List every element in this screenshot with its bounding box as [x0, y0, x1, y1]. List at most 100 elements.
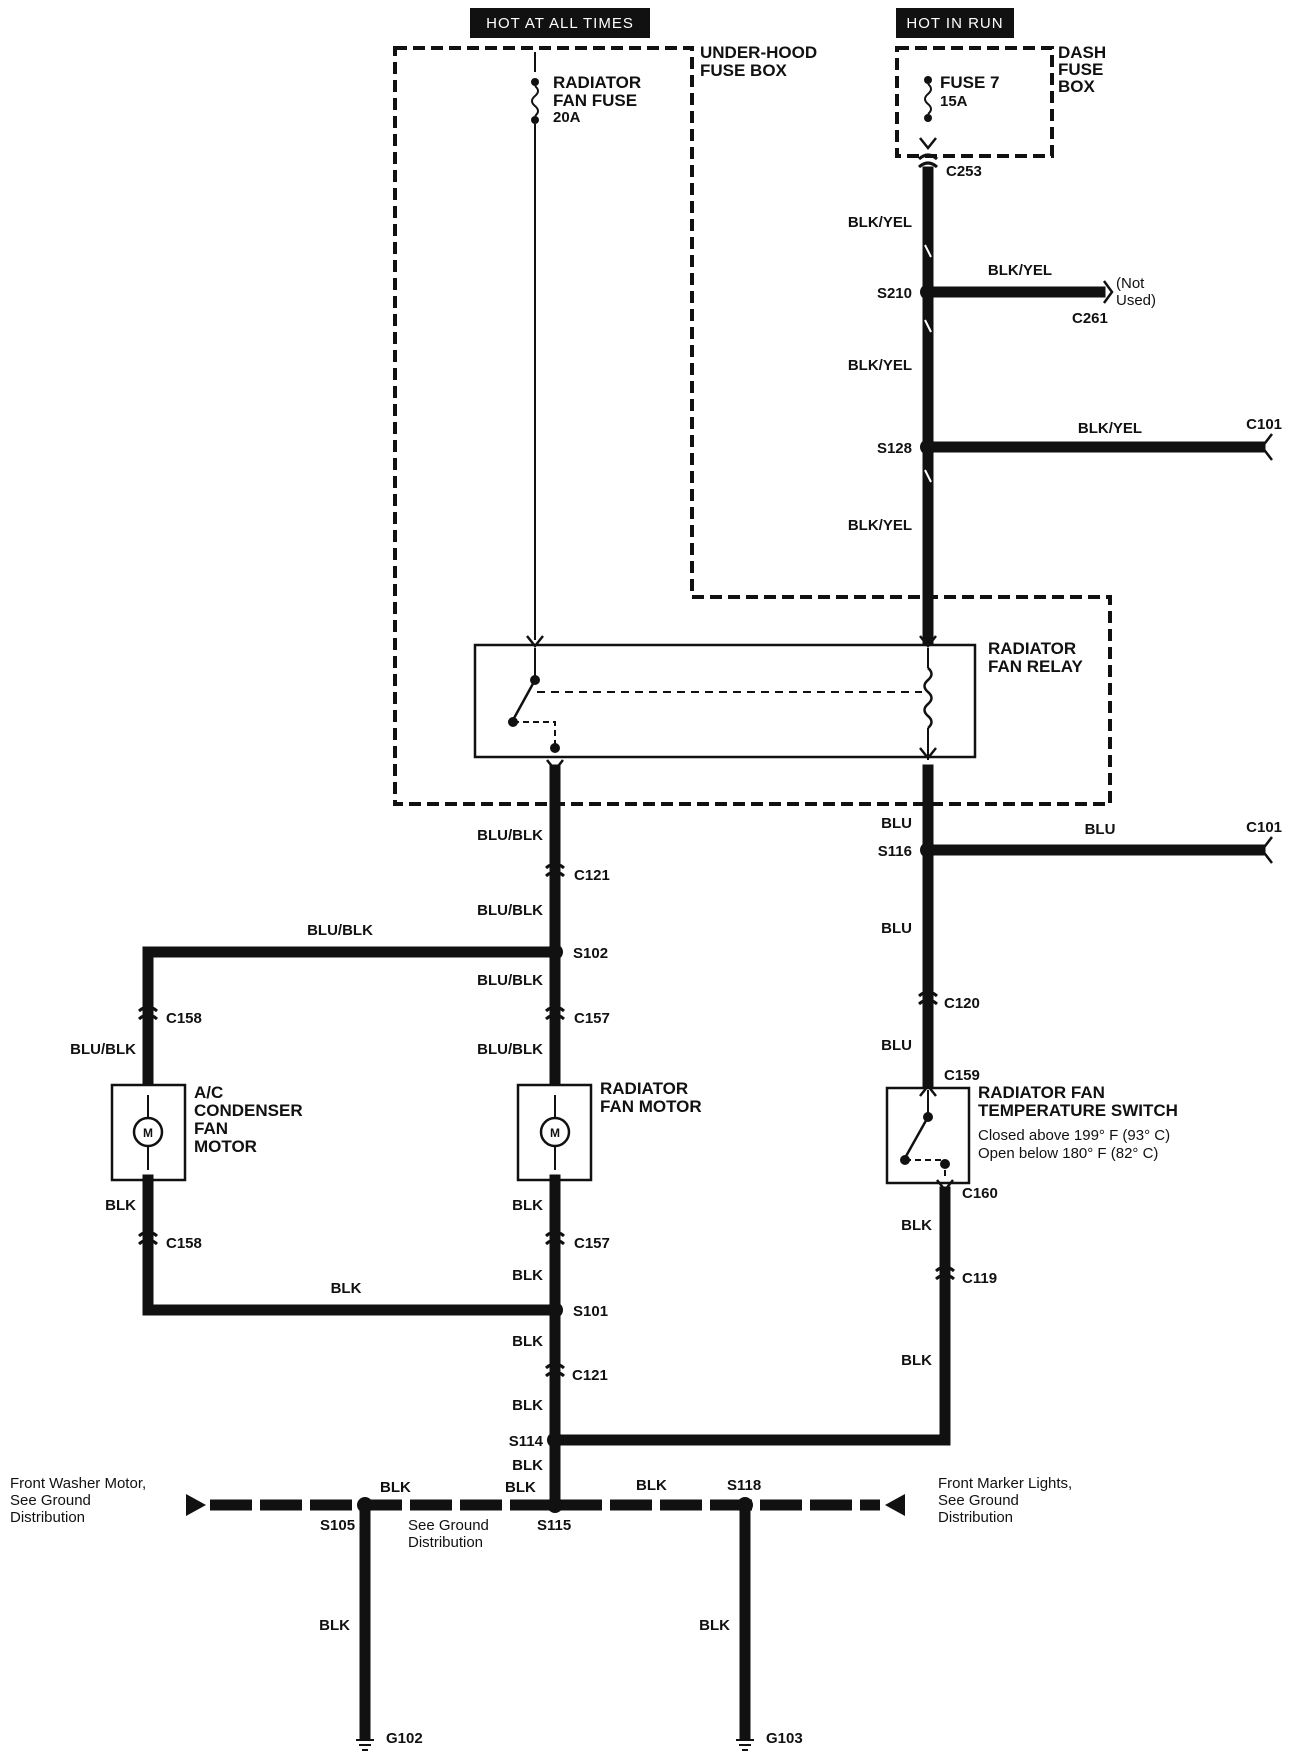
dash-fuse-box-outline [895, 46, 1054, 158]
radiator-fan-relay [473, 643, 977, 759]
wire-color-blu-3: BLU [881, 1037, 912, 1054]
c261-label: C261 [1072, 310, 1108, 327]
switch-arm [903, 1116, 930, 1159]
ac-motor-label-4: MOTOR [194, 1137, 257, 1156]
stripe [924, 244, 932, 258]
wire-color-blk-yel-1: BLK/YEL [848, 214, 912, 231]
under-hood-label-2: FUSE BOX [700, 61, 788, 80]
stripe [924, 319, 932, 333]
wire-color-blk-g102: BLK [319, 1617, 350, 1634]
c261-connector-icon [1102, 280, 1114, 304]
wire-color-blk-yel-2: BLK/YEL [848, 357, 912, 374]
wire-color-blu-1: BLU [881, 815, 912, 832]
c101-bottom-connector-icon [1260, 836, 1273, 864]
s118-label: S118 [727, 1477, 761, 1494]
radiator-fuse-rating: 20A [553, 109, 581, 126]
radiator-fuse-name-1: RADIATOR [553, 73, 641, 92]
hot-at-all-times-tag-bg [470, 8, 650, 38]
c101-bottom-label: C101 [1246, 819, 1282, 836]
radiator-fuse-name-2: FAN FUSE [553, 91, 637, 110]
switch-out-dot [940, 1159, 950, 1169]
c157-upper-label: C157 [574, 1010, 610, 1027]
dash-label-1: DASH [1058, 43, 1106, 62]
front-washer-note-1: Front Washer Motor, [10, 1475, 146, 1492]
s101-branch-wire-color: BLK [331, 1280, 362, 1297]
c253-arrow-icon [919, 137, 937, 151]
s210-label: S210 [877, 285, 912, 302]
front-washer-note-3: Distribution [10, 1509, 85, 1526]
wire-color-blk-4: BLK [512, 1397, 543, 1414]
s114-label: S114 [509, 1433, 544, 1450]
ac-motor-label-2: CONDENSER [194, 1101, 303, 1120]
hot-in-run-label: HOT IN RUN [906, 15, 1003, 32]
relay-out-right-icon [919, 747, 937, 761]
relay-output-path [513, 721, 556, 745]
wire-color-blk-dist-2: BLK [505, 1479, 536, 1496]
s115-label: S115 [537, 1517, 571, 1534]
relay-switch-arm [511, 679, 537, 721]
front-marker-note-2: See Ground [938, 1492, 1019, 1509]
radiator-fan-fuse-icon [530, 77, 540, 125]
c101-top-label: C101 [1246, 416, 1282, 433]
relay-name-1: RADIATOR [988, 639, 1076, 658]
wire-color-blk-2: BLK [512, 1267, 543, 1284]
g103-label: G103 [766, 1730, 803, 1747]
radiator-motor-label-2: FAN MOTOR [600, 1097, 702, 1116]
under-hood-label-1: UNDER-HOOD [700, 43, 817, 62]
c121-lower-label: C121 [572, 1367, 608, 1384]
wire-color-blk-g103: BLK [699, 1617, 730, 1634]
front-washer-note-2: See Ground [10, 1492, 91, 1509]
g103-ground-icon [735, 1739, 755, 1751]
hot-at-all-times-label: HOT AT ALL TIMES [486, 15, 634, 32]
c158-lower-label: C158 [166, 1235, 202, 1252]
under-hood-fuse-box-outline [393, 46, 1112, 806]
temp-switch-name-2: TEMPERATURE SWITCH [978, 1101, 1178, 1120]
s128-label: S128 [877, 440, 912, 457]
wire-color-blu-blk-1: BLU/BLK [477, 827, 543, 844]
c158-upper-label: C158 [166, 1010, 202, 1027]
temp-switch-name-1: RADIATOR FAN [978, 1083, 1105, 1102]
ac-motor-label-3: FAN [194, 1119, 228, 1138]
fuse-7-name: FUSE 7 [940, 73, 1000, 92]
switch-in-arrow-icon [919, 1083, 937, 1097]
ac-motor-symbol: M [143, 1126, 153, 1140]
wire-color-blk-yel-3: BLK/YEL [848, 517, 912, 534]
wire-color-blk-dist-1: BLK [380, 1479, 411, 1496]
s115-splice-dot [547, 1497, 563, 1513]
wire-color-blk-5: BLK [512, 1457, 543, 1474]
c101-top-connector-icon [1260, 433, 1273, 461]
radiator-motor-label-1: RADIATOR [600, 1079, 688, 1098]
c119-label: C119 [962, 1270, 997, 1287]
radiator-fan-temperature-switch [885, 1086, 971, 1185]
wire-color-blk-sw-2: BLK [901, 1352, 932, 1369]
relay-in-left-icon [526, 635, 544, 649]
s102-label: S102 [573, 945, 608, 962]
g102-ground-icon [355, 1739, 375, 1751]
wire-color-blk-3: BLK [512, 1333, 543, 1350]
relay-coil-icon [923, 667, 933, 729]
wire-color-blu-blk-3: BLU/BLK [477, 972, 543, 989]
front-washer-arrow-icon [186, 1494, 206, 1516]
c120-label: C120 [944, 995, 980, 1012]
c160-label: C160 [962, 1185, 998, 1202]
temp-switch-open-note: Open below 180° F (82° C) [978, 1145, 1158, 1162]
front-marker-note-3: Distribution [938, 1509, 1013, 1526]
c159-label: C159 [944, 1067, 980, 1084]
dash-label-2: FUSE [1058, 60, 1103, 79]
not-used-label-1: (Not [1116, 275, 1145, 292]
ac-motor-label-1: A/C [194, 1083, 223, 1102]
s105-label: S105 [320, 1517, 355, 1534]
c121-upper-label: C121 [574, 867, 610, 884]
wire-color-blu-blk-5: BLU/BLK [70, 1041, 136, 1058]
s128-branch-wire-color: BLK/YEL [1078, 420, 1142, 437]
c157-lower-label: C157 [574, 1235, 610, 1252]
s116-label: S116 [878, 843, 912, 860]
front-marker-note-1: Front Marker Lights, [938, 1475, 1072, 1492]
temp-switch-closed-note: Closed above 199° F (93° C) [978, 1127, 1170, 1144]
stripe [924, 469, 932, 483]
not-used-label-2: Used) [1116, 292, 1156, 309]
wire-color-blu-2: BLU [881, 920, 912, 937]
hot-in-run-tag-bg [896, 8, 1014, 38]
s102-branch-wire-color: BLU/BLK [307, 922, 373, 939]
